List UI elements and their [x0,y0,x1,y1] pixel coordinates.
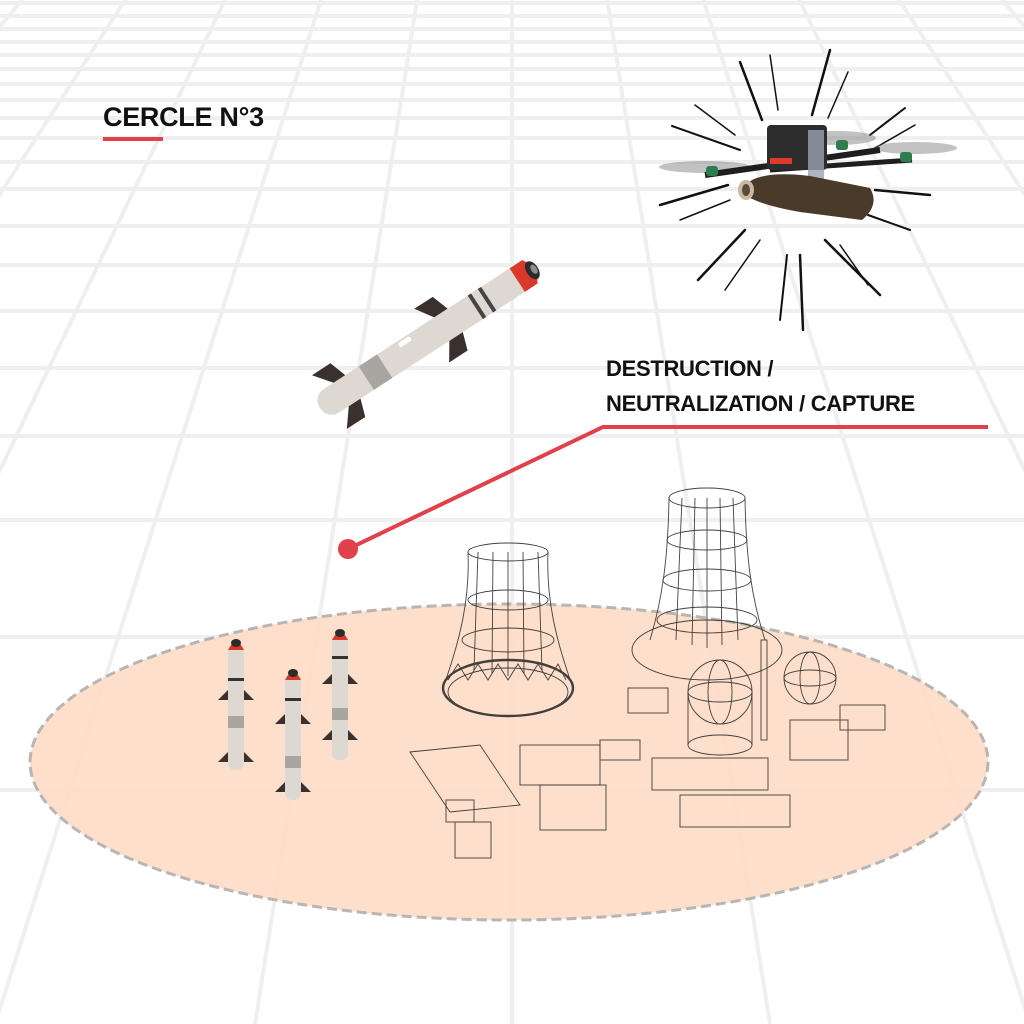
missile-icon [322,629,358,760]
callout-label-line1: DESTRUCTION / [606,356,774,381]
page-title: CERCLE N°3 [103,102,264,132]
missile-icon [275,669,311,800]
title-underline [103,137,163,141]
missile-icon [218,639,254,770]
callout-anchor-dot [338,539,358,559]
callout-label: DESTRUCTION / NEUTRALIZATION / CAPTURE [606,351,915,421]
callout-label-line2: NEUTRALIZATION / CAPTURE [606,391,915,416]
